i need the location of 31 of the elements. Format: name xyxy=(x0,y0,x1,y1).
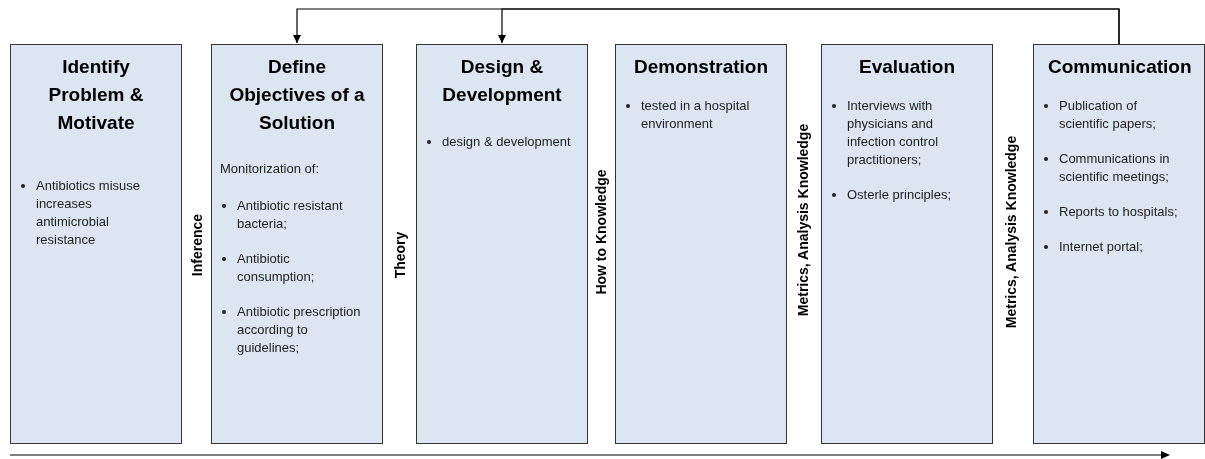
stage-heading: Communication xyxy=(1048,55,1190,79)
stage-box xyxy=(10,44,182,444)
stage-heading: Identify Problem & Motivate xyxy=(47,55,145,135)
relation-label: Inference xyxy=(189,213,205,277)
stage-heading: Define Objectives of a Solution xyxy=(228,55,366,135)
bullet-item: Internet portal; xyxy=(1042,238,1190,256)
bullet-item: tested in a hospital environment xyxy=(624,97,772,133)
stage-heading: Demonstration xyxy=(632,55,770,79)
bullet-item: Publication of scientific papers; xyxy=(1042,97,1190,133)
relation-label: Metrics, Analysis Knowledge xyxy=(1003,135,1019,329)
relation-label: Metrics, Analysis Knowledge xyxy=(795,123,811,317)
bullet-item: Antibiotic prescription according to guidelines; xyxy=(220,303,368,357)
bullet-item: Interviews with physicians and infection control practitioners; xyxy=(830,97,978,169)
bullet-item: Osterle principles; xyxy=(830,186,978,204)
feedback-arrow xyxy=(498,8,1120,45)
bullet-item: design & development xyxy=(425,133,573,151)
stage-heading: Evaluation xyxy=(857,55,957,79)
bullet-item: Antibiotic consumption; xyxy=(220,250,368,286)
stage-box xyxy=(821,44,993,444)
relation-label: How to Knowledge xyxy=(593,169,609,295)
bullet-item: Antibiotic resistant bacteria; xyxy=(220,197,368,233)
stage-box xyxy=(416,44,588,444)
relation-label: Theory xyxy=(392,231,408,279)
stage-box xyxy=(1033,44,1205,444)
bullet-item: Reports to hospitals; xyxy=(1042,203,1190,221)
intro-text: Monitorization of: xyxy=(220,160,319,178)
stage-box xyxy=(615,44,787,444)
bullet-item: Antibiotics misuse increases antimicrobial resistance xyxy=(19,177,167,249)
stage-heading: Design & Development xyxy=(441,55,563,107)
stage-box xyxy=(211,44,383,444)
bullet-item: Communications in scientific meetings; xyxy=(1042,150,1190,186)
